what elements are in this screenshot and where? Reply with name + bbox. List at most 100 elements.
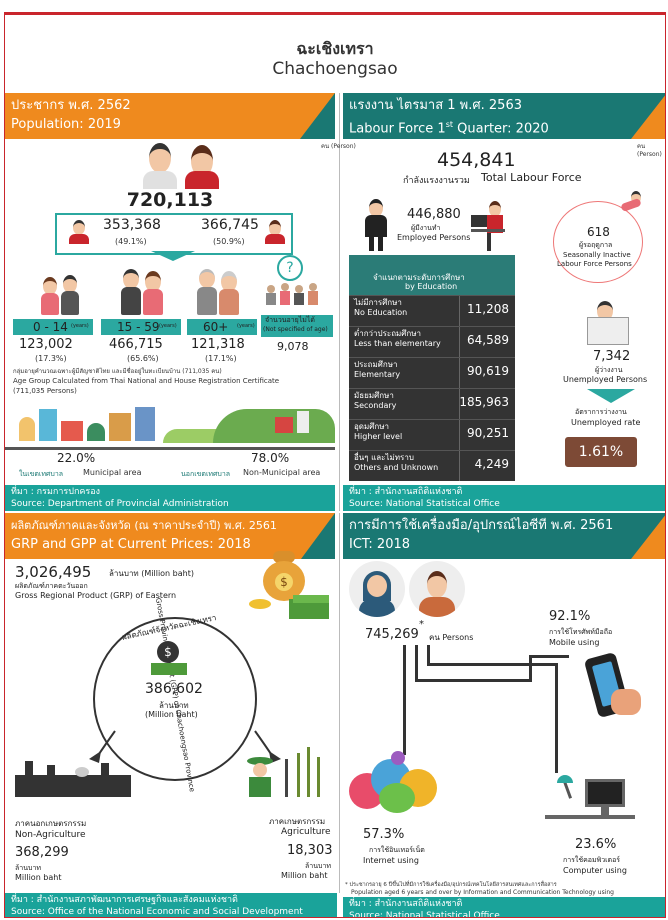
population-unit: คน (Person) xyxy=(321,143,356,150)
employed-label-english: Employed Persons xyxy=(397,233,471,242)
town-landscape-icon xyxy=(13,403,335,447)
ict-source: ที่มา : สำนักงานสถิติแห่งชาติ Source: Na… xyxy=(343,897,665,918)
dollar-icon: $ xyxy=(157,641,179,663)
age-15-59-percent: (65.6%) xyxy=(127,354,159,363)
gpp-circle xyxy=(93,617,257,781)
header-accent xyxy=(301,513,335,559)
population-header-thai: ประชากร พ.ศ. 2562 xyxy=(11,98,131,113)
population-source: ที่มา : กรมการปกครอง Source: Department … xyxy=(5,485,335,511)
grp-source: ที่มา : สำนักงานสภาพัฒนาการเศรษฐกิจและสั… xyxy=(5,893,337,917)
labour-source: ที่มา : สำนักงานสถิติแห่งชาติ Source: Na… xyxy=(343,485,665,511)
connector-line xyxy=(427,645,430,665)
education-title-thai: จำแนกตามระดับการศึกษา xyxy=(373,273,465,282)
population-note-english-2: (711,035 Persons) xyxy=(13,387,77,395)
female-count: 366,745 xyxy=(201,217,259,233)
labour-header: แรงงาน ไตรมาส 1 พ.ศ. 2563 Labour Force 1… xyxy=(343,93,665,139)
age-60-bar xyxy=(187,319,257,335)
nonagri-label-thai: ภาคนอกเกษตรกรรม xyxy=(15,819,87,828)
ict-persons-unit: คน Persons xyxy=(429,633,474,642)
ict-header-thai: การมีการใช้เครื่องมือ/อุปกรณ์ไอซีที พ.ศ.… xyxy=(349,518,614,533)
ict-source-thai: ที่มา : สำนักงานสถิติแห่งชาติ xyxy=(349,899,463,909)
education-value: 4,249 xyxy=(474,457,509,471)
population-header: ประชากร พ.ศ. 2562 Population: 2019 xyxy=(5,93,335,139)
education-title-english: by Education xyxy=(405,282,458,291)
population-note-thai: กลุ่มอายุคำนวณเฉพาะผู้มีสัญชาติไทย และมี… xyxy=(13,368,222,375)
money-bag-icon: $ xyxy=(249,551,329,621)
ground-line xyxy=(5,447,335,450)
municipal-label-english: Municipal area xyxy=(83,468,142,477)
ict-persons-value: 745,269 xyxy=(365,627,419,642)
children-icon xyxy=(41,273,81,317)
computer-desk-icon xyxy=(545,775,635,833)
grp-value: 3,026,495 xyxy=(15,563,92,581)
connector-line xyxy=(403,645,406,755)
inactive-label-english-2: Labour Force Persons xyxy=(557,260,632,268)
employed-value: 446,880 xyxy=(407,207,461,222)
age-60-label: 60+ xyxy=(203,320,229,334)
grp-label-english: Gross Regional Product (GRP) of Eastern xyxy=(15,591,177,600)
column-divider xyxy=(339,513,340,893)
municipal-label-thai: ในเขตเทศบาล xyxy=(19,470,64,478)
grp-source-english: Source: Office of the National Economic … xyxy=(11,907,303,917)
agri-value: 18,303 xyxy=(287,843,333,858)
ict-source-english: Source: National Statistical Office xyxy=(349,911,500,918)
ict-header-english: ICT: 2018 xyxy=(349,537,411,552)
age-60-percent: (17.1%) xyxy=(205,354,237,363)
labour-source-english: Source: National Statistical Office xyxy=(349,499,500,509)
internet-label-thai: การใช้อินเทอร์เน็ต xyxy=(369,846,425,854)
internet-cloud-icon xyxy=(349,751,449,817)
inactive-label-english: Seasonally Inactive xyxy=(563,251,631,259)
labour-header-english: Labour Force 1st Quarter: 2020 xyxy=(349,120,549,137)
header-accent xyxy=(631,93,665,139)
education-value: 185,963 xyxy=(459,395,509,409)
age-15-59-unit: (years) xyxy=(159,323,177,329)
age-15-59-value: 466,715 xyxy=(109,337,163,352)
male-percent: (49.1%) xyxy=(115,237,147,246)
male-count: 353,368 xyxy=(103,217,161,233)
couple-icon xyxy=(143,143,223,189)
connector-line xyxy=(555,663,558,773)
age-15-59-bar xyxy=(101,319,181,335)
education-value: 64,589 xyxy=(467,333,509,347)
grp-header-thai: ผลิตภัณฑ์ภาคและจังหวัด (ณ ราคาประจำปี) พ… xyxy=(11,519,277,532)
age-0-14-unit: (years) xyxy=(71,323,89,329)
gpp-value: 386,602 xyxy=(145,681,203,697)
computer-label-english: Computer using xyxy=(563,866,627,875)
female-percent: (50.9%) xyxy=(213,237,245,246)
nonagri-unit-thai: ล้านบาท xyxy=(15,864,41,872)
unspecified-label-english: (Not specified of age) xyxy=(263,326,328,333)
age-60-unit: (years) xyxy=(237,323,255,329)
agri-unit-thai: ล้านบาท xyxy=(305,862,331,870)
crowd-icon xyxy=(265,283,325,305)
grp-label-thai: ผลิตภัณฑ์ภาคตะวันออก xyxy=(15,582,88,590)
office-worker-icon xyxy=(471,201,505,253)
nonagri-unit-english: Million baht xyxy=(15,873,62,882)
age-0-14-percent: (17.3%) xyxy=(35,354,67,363)
inactive-circle xyxy=(553,201,643,283)
age-0-14-label: 0 - 14 xyxy=(33,320,68,334)
ict-note-english: Population aged 6 years and over by Info… xyxy=(351,889,614,896)
population-header-english: Population: 2019 xyxy=(11,117,121,132)
unspecified-label-thai: จำนวนอายุไม่ได้ xyxy=(265,316,315,324)
age-0-14-bar xyxy=(13,319,93,335)
relaxing-person-icon xyxy=(617,191,647,217)
female-icon xyxy=(265,220,285,244)
labour-header-thai: แรงงาน ไตรมาส 1 พ.ศ. 2563 xyxy=(349,98,522,113)
header-accent xyxy=(631,513,665,559)
age-15-59-label: 15 - 59 xyxy=(117,320,160,334)
education-table: จำแนกตามระดับการศึกษา by Education ไม่มี… xyxy=(349,255,515,481)
education-table-header xyxy=(349,255,515,295)
age-60-value: 121,318 xyxy=(191,337,245,352)
connector-line xyxy=(529,655,532,682)
header-accent xyxy=(300,93,335,139)
age-0-14-value: 123,002 xyxy=(19,337,73,352)
ict-note-thai: * ประชากรอายุ 6 ปีขึ้นไปที่มีการใช้เครื่… xyxy=(345,882,557,888)
female-avatar-icon xyxy=(349,561,405,617)
mobile-label-thai: การใช้โทรศัพท์มือถือ xyxy=(549,628,613,636)
population-note-english: Age Group Calculated from Thai National … xyxy=(13,377,280,385)
internet-label-english: Internet using xyxy=(363,856,419,865)
nonmunicipal-label-english: Non-Municipal area xyxy=(243,468,321,477)
population-total: 720,113 xyxy=(126,189,214,211)
